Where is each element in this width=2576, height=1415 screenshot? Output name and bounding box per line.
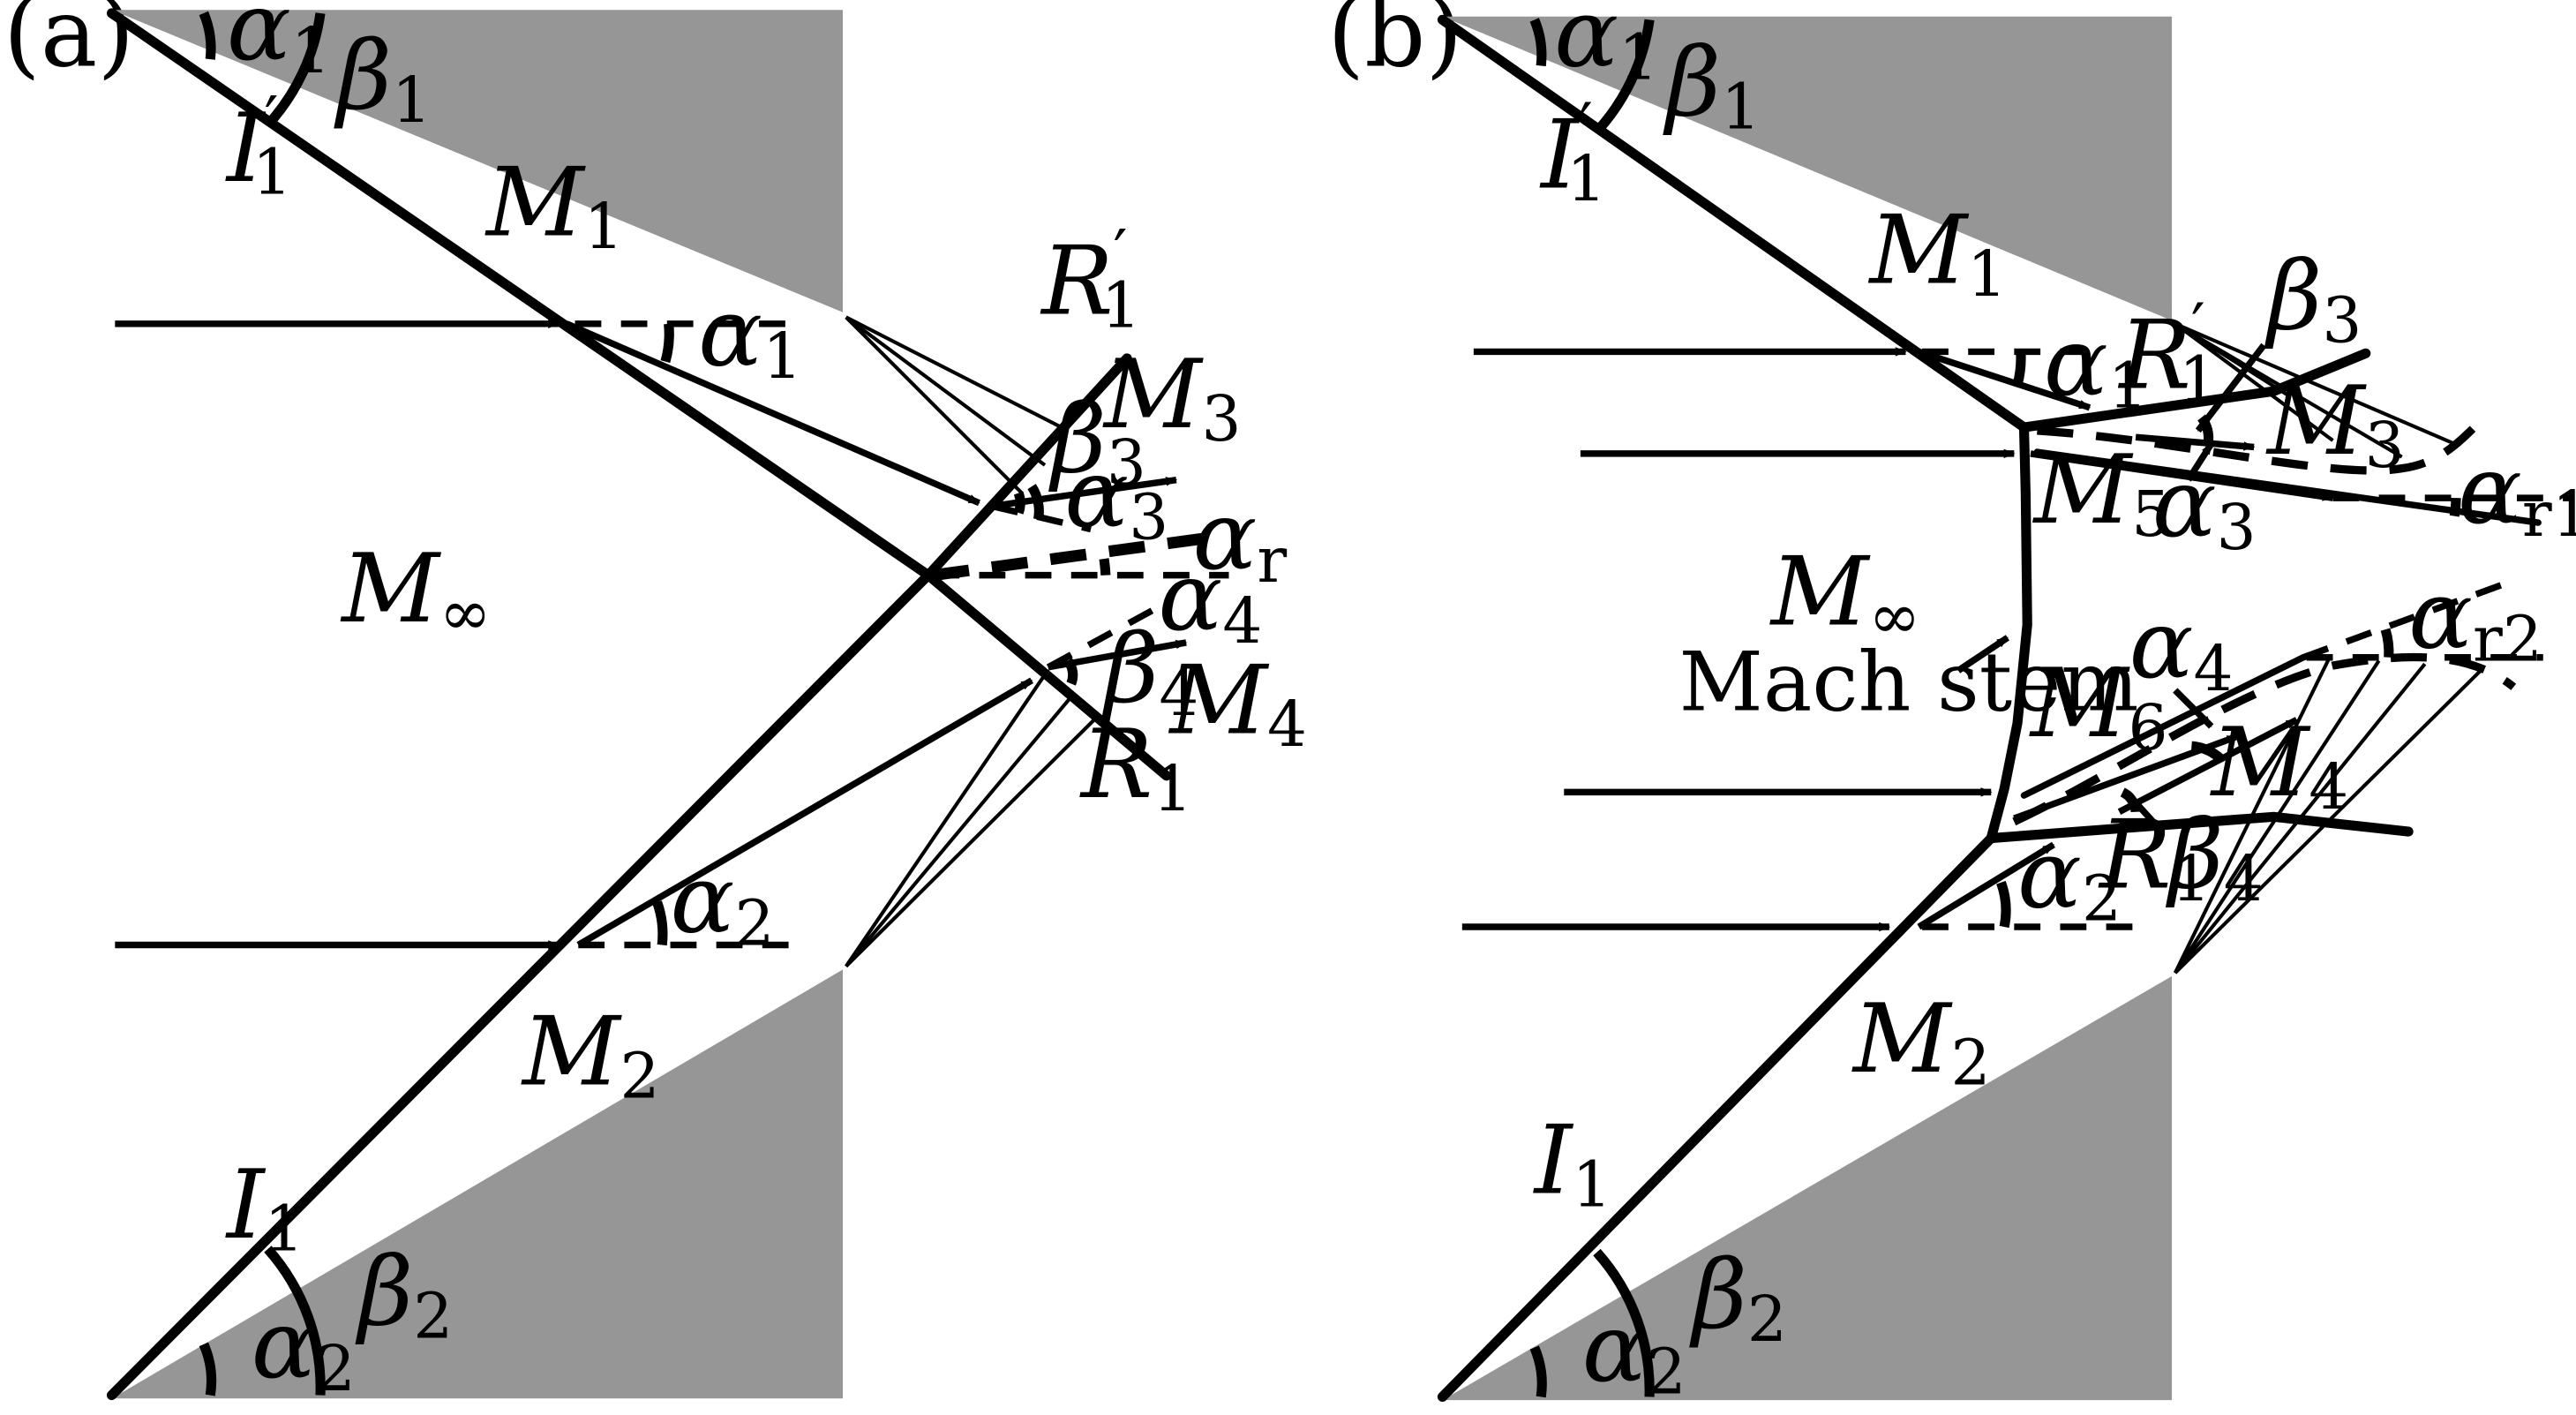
arc-beta3 bbox=[1013, 491, 1025, 515]
arc-alpha1-top-b bbox=[1529, 18, 1547, 67]
slip-line bbox=[932, 530, 1225, 582]
label-beta3-b: β3 bbox=[2264, 241, 2362, 357]
label-M3-b: M3 bbox=[2265, 366, 2405, 482]
reflected-shock-upper bbox=[923, 353, 1132, 581]
label-alpha1-mid-b: α1 bbox=[2044, 307, 2148, 423]
label-I1-prime: I′1 bbox=[225, 83, 292, 209]
arc-alpha2-bottom bbox=[199, 1342, 217, 1396]
label-M3: M3 bbox=[1102, 340, 1242, 455]
arc-alpha1-mid bbox=[660, 323, 674, 364]
panel-a: (a) bbox=[4, 0, 1307, 1405]
sonic-line-lower-b bbox=[2012, 652, 2517, 826]
expansion-fan-lower-b bbox=[2173, 656, 2482, 975]
pointer-alpha3-b bbox=[2185, 441, 2214, 482]
label-beta4: β4 bbox=[1100, 614, 1198, 730]
label-I1: I1 bbox=[225, 1150, 304, 1266]
pointer-alpha4-b bbox=[2173, 688, 2214, 729]
arc-alphar1-b bbox=[2449, 497, 2461, 517]
label-M-inf-b: M∞ bbox=[1769, 537, 1921, 652]
sonic-line-upper-b bbox=[2037, 421, 2481, 475]
label-M6-b: M6 bbox=[2029, 649, 2168, 764]
incident-shock-upper-b bbox=[1437, 14, 2030, 433]
label-I1-b: I1 bbox=[1533, 1106, 1612, 1222]
label-alpha3-b: α3 bbox=[2152, 448, 2257, 564]
arc-alpha3 bbox=[1027, 484, 1044, 521]
flow-arrow-m4-b bbox=[2117, 717, 2299, 816]
label-alpha2-mid: α2 bbox=[671, 845, 775, 960]
label-alpha1-mid: α1 bbox=[698, 277, 802, 393]
label-M-inf: M∞ bbox=[340, 534, 492, 650]
expansion-fan-lower bbox=[845, 675, 1099, 968]
arc-beta1-b bbox=[1593, 19, 1655, 135]
pointer-mach-stem-b bbox=[1956, 635, 2009, 674]
label-M1-b: M1 bbox=[1868, 195, 2008, 311]
panel-b-tag: (b) bbox=[1327, 0, 1462, 89]
arc-alpha2-mid bbox=[652, 900, 668, 946]
arc-alpha2-bottom-b bbox=[1529, 1345, 1547, 1398]
label-M1: M1 bbox=[484, 147, 624, 263]
reflected-shock-lower bbox=[923, 570, 1172, 781]
label-alpha4-b: α4 bbox=[2129, 590, 2234, 705]
arc-beta2-b bbox=[1593, 1248, 1655, 1397]
label-R1: R1 bbox=[1079, 710, 1192, 825]
label-alpha4: α4 bbox=[1158, 542, 1262, 658]
label-alpha3: α3 bbox=[1064, 439, 1168, 554]
incident-shock-upper bbox=[107, 8, 934, 581]
arc-alphar2-b bbox=[2380, 628, 2394, 659]
reflected-shock-lower-b bbox=[1986, 811, 2414, 844]
label-beta1-b: β1 bbox=[1663, 27, 1761, 143]
expansion-fan-upper bbox=[845, 315, 1069, 495]
pointer-beta3-b bbox=[2195, 342, 2267, 433]
label-M2-b: M2 bbox=[1851, 984, 1991, 1100]
label-R1-b: R1 bbox=[2098, 800, 2211, 915]
arc-alphar bbox=[1099, 558, 1111, 576]
label-alpha2-mid-b: α2 bbox=[2017, 820, 2122, 936]
flow-arrow-m3-b bbox=[2135, 433, 2256, 451]
incident-shock-lower-b bbox=[1437, 832, 1996, 1403]
arc-alpha1-mid-b bbox=[2012, 351, 2026, 387]
panel-b: (b) bbox=[1327, 0, 2576, 1409]
arc-beta4 bbox=[1063, 657, 1078, 686]
arc-alpha2-mid-b bbox=[1996, 880, 2011, 929]
pointer-beta4-b bbox=[2126, 793, 2165, 834]
label-M2: M2 bbox=[521, 997, 660, 1113]
flow-arrow-m2-b bbox=[1917, 841, 2055, 930]
incident-shock-lower bbox=[107, 570, 934, 1401]
label-R1-prime-b: R′1 bbox=[2117, 290, 2219, 417]
flow-arrow-m1 bbox=[565, 320, 981, 507]
label-beta2: β2 bbox=[355, 1238, 453, 1353]
expansion-fan-upper-b bbox=[2174, 321, 2456, 459]
arc-beta1 bbox=[264, 12, 326, 129]
label-M4-b: M4 bbox=[2210, 708, 2349, 824]
flow-arrow-m1-b bbox=[1918, 348, 2092, 411]
label-alpha2-bottom-b: α2 bbox=[1582, 1293, 1686, 1409]
arc-alpha1-top bbox=[199, 11, 216, 60]
label-alphar2-b: αr2 bbox=[2408, 561, 2542, 676]
label-beta4-b: β4 bbox=[2165, 800, 2263, 915]
label-alpha2-bottom: α2 bbox=[252, 1290, 356, 1405]
ref-line-alphar2-slope-b bbox=[2302, 578, 2512, 661]
ref-line-alpha4 bbox=[1046, 605, 1159, 671]
flow-arrow-m5-b bbox=[2030, 450, 2334, 501]
label-beta3: β3 bbox=[1048, 384, 1145, 500]
slip-line-lower-b bbox=[2020, 653, 2307, 799]
label-R1-prime: R′1 bbox=[1040, 216, 1141, 342]
label-alphar1-b: αr1 bbox=[2458, 435, 2576, 551]
label-alpha1-top-b: α1 bbox=[1554, 0, 1658, 94]
label-beta2-b: β2 bbox=[1688, 1240, 1786, 1356]
label-alphar: αr bbox=[1193, 481, 1288, 597]
reflected-shock-upper-b bbox=[2018, 348, 2371, 433]
mach-stem-shock bbox=[1986, 422, 2032, 844]
label-I1-prime-b: I′1 bbox=[1539, 90, 1606, 216]
arc-alpha4-b bbox=[2190, 741, 2225, 764]
label-M4: M4 bbox=[1168, 645, 1307, 761]
label-mach-stem-b: Mach stem bbox=[1679, 634, 2139, 729]
arc-beta2 bbox=[264, 1246, 326, 1396]
flow-arrow-m2 bbox=[576, 677, 1033, 948]
label-alpha1-top: α1 bbox=[227, 0, 331, 87]
label-beta1: β1 bbox=[334, 21, 432, 137]
label-M5-b: M5 bbox=[2032, 435, 2172, 551]
